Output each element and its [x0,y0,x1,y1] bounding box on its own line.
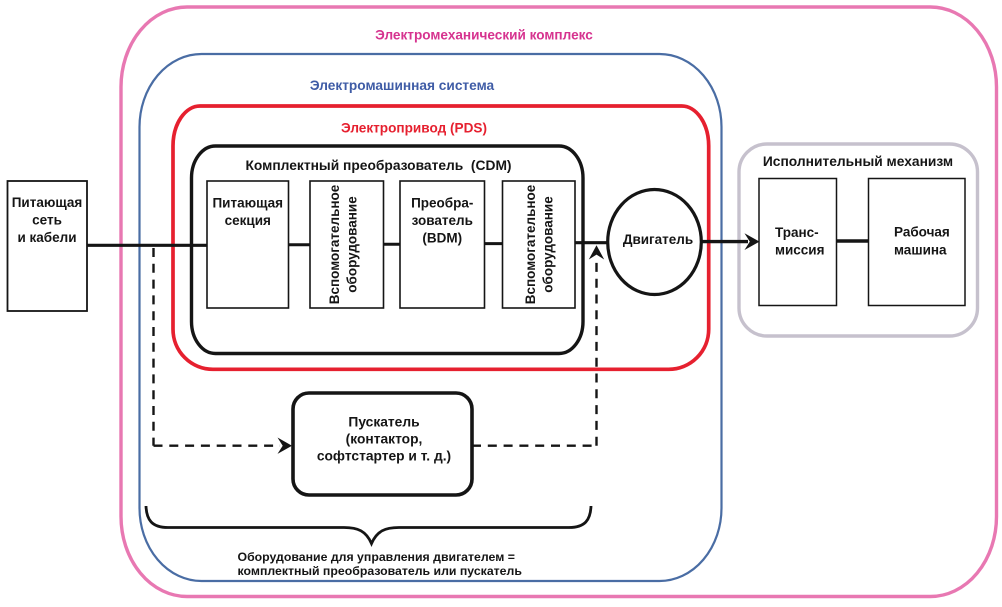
svg-text:Питающая: Питающая [12,195,83,210]
svg-text:(BDM): (BDM) [422,231,462,246]
svg-text:и кабели: и кабели [17,230,76,245]
svg-text:Оборудование для управления дв: Оборудование для управления двигателем = [238,550,515,564]
svg-text:Электропривод (PDS): Электропривод (PDS) [341,120,487,135]
svg-text:(контактор,: (контактор, [346,432,423,447]
svg-text:миссия: миссия [775,242,824,257]
svg-text:Пускатель: Пускатель [348,415,419,430]
svg-text:Комплектный преобразователь (: Комплектный преобразователь (CDM) [245,158,511,173]
svg-text:секция: секция [225,213,271,228]
svg-text:Исполнительный механизм: Исполнительный механизм [763,154,953,169]
svg-text:Двигатель: Двигатель [623,232,693,247]
svg-text:софтстартер и т. д.): софтстартер и т. д.) [317,449,451,464]
svg-text:зователь: зователь [412,213,473,228]
svg-text:комплектный преобразователь ил: комплектный преобразователь или пускател… [238,564,523,578]
svg-text:Питающая: Питающая [212,196,283,211]
svg-text:Электромашинная система: Электромашинная система [310,78,495,93]
svg-text:Электромеханический комплекс: Электромеханический комплекс [375,28,593,43]
svg-text:Транс-: Транс- [775,225,819,240]
svg-text:сеть: сеть [32,213,62,228]
svg-text:Преобра-: Преобра- [411,196,473,211]
svg-text:Рабочая: Рабочая [894,225,950,240]
svg-text:машина: машина [894,242,947,257]
